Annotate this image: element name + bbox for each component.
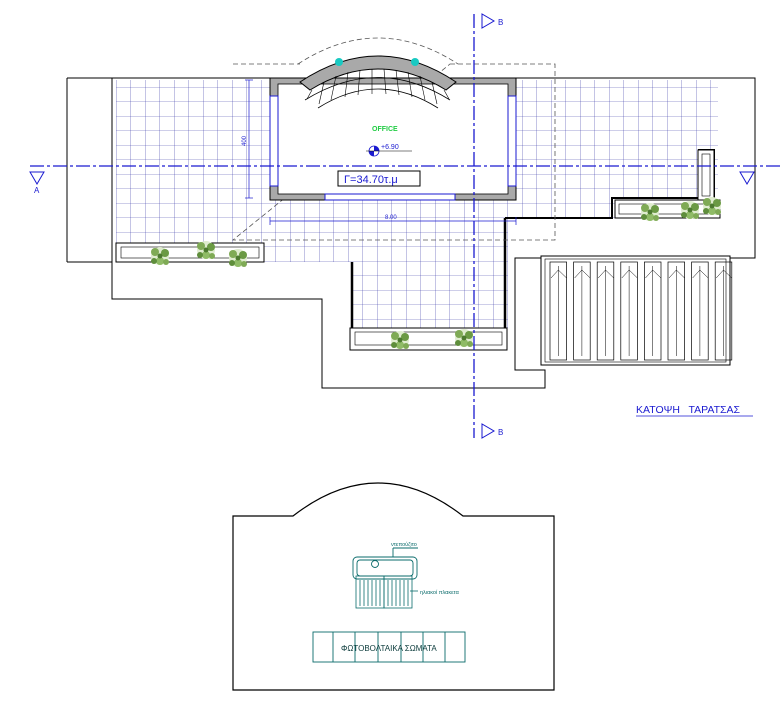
dimension-width-label: 8.00 xyxy=(385,215,397,221)
collector-column xyxy=(549,261,567,361)
plan-title: ΚΑΤΟΨΗ ΤΑΡΑΤΣΑΣ xyxy=(636,404,741,416)
boiler-unit xyxy=(352,547,418,580)
detail-outline xyxy=(232,482,555,691)
collector-arrow xyxy=(645,269,662,279)
boiler-label: ντεπούζιτο xyxy=(391,541,417,548)
pv-panels xyxy=(312,631,466,663)
roof-plan xyxy=(29,13,780,439)
collector-column xyxy=(691,261,709,361)
collector-arrow xyxy=(692,269,709,279)
collector-arrow xyxy=(668,269,685,279)
terrace-tiles xyxy=(116,80,718,328)
section-axis-b xyxy=(473,13,495,439)
section-axis-a xyxy=(29,165,780,185)
collector-arrow xyxy=(550,269,567,279)
planter xyxy=(697,149,715,201)
collector-column xyxy=(596,261,615,361)
office-room xyxy=(269,55,517,201)
area-label: Γ=34.70τ.μ xyxy=(344,174,398,186)
collector-column xyxy=(667,261,685,361)
solar-detail xyxy=(232,482,555,691)
collector-arrow xyxy=(598,269,614,279)
section-b-top-label: B xyxy=(498,18,503,27)
collector-arrow xyxy=(621,269,638,279)
collector-label: ηλιακοί πλακετα xyxy=(420,590,460,596)
collector-column xyxy=(620,261,638,361)
solar-collectors xyxy=(540,255,731,366)
collector-column xyxy=(644,261,662,361)
planter xyxy=(349,327,508,351)
section-a-label: A xyxy=(34,186,40,195)
collector-column xyxy=(714,261,733,361)
dimension-lines xyxy=(245,79,517,225)
dimension-height-label: 400 xyxy=(242,135,248,146)
office-label: OFFICE xyxy=(372,126,398,133)
elevation-label: +6.90 xyxy=(381,144,399,151)
collector-panels xyxy=(355,575,418,609)
collector-columns xyxy=(549,261,733,361)
area-box xyxy=(337,170,421,187)
pv-label: ΦΩΤΟΒΟΛΤΑΙΚΑ ΣΩΜΑΤΑ xyxy=(341,644,437,653)
section-b-bottom-label: B xyxy=(498,428,503,437)
collector-column xyxy=(573,261,591,361)
collector-arrow xyxy=(574,269,591,279)
collector-arrow xyxy=(716,269,732,279)
